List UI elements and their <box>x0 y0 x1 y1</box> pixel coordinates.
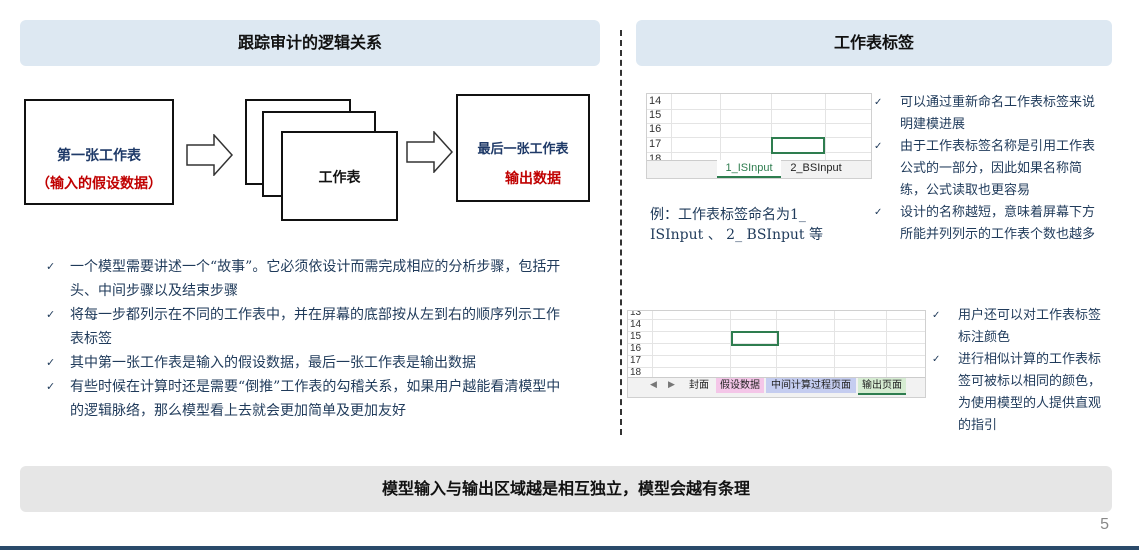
sheet-tab-example-2: 13 14 15 16 17 18 ◀ ▶ 封面 假设数据 中间计算过程页面 输… <box>627 310 926 398</box>
sheet-tab-bsinput[interactable]: 2_BSInput <box>790 162 842 174</box>
row-number: 17 <box>649 138 662 150</box>
last-worksheet-title: 最后一张工作表 <box>477 142 569 157</box>
last-worksheet-subtitle: 输出数据 <box>505 171 561 187</box>
list-item: 可以通过重新命名工作表标签来说明建模进展 <box>872 92 1100 136</box>
footer-line <box>0 546 1139 550</box>
sheet-tab-assumptions[interactable]: 假设数据 <box>716 378 764 393</box>
row-number: 17 <box>630 355 642 366</box>
left-bullet-list: 一个模型需要讲述一个“故事”。它必须依设计而需完成相应的分析步骤，包括开头、中间… <box>42 255 562 423</box>
sheet-tab-cover[interactable]: 封面 <box>689 380 709 391</box>
row-number: 16 <box>649 123 662 135</box>
row-number: 13 <box>630 310 642 318</box>
tab-scroll-right-icon[interactable]: ▶ <box>668 379 675 389</box>
list-item: 其中第一张工作表是输入的假设数据，最后一张工作表是输出数据 <box>42 351 562 375</box>
list-item: 由于工作表标签名称是引用工作表公式的一部分，因此如果名称简练，公式读取也更容易 <box>872 136 1100 202</box>
row-number: 16 <box>630 343 642 354</box>
arrow-right-icon <box>406 131 454 173</box>
selected-cell <box>771 137 825 154</box>
list-item: 有些时候在计算时还是需要“倒推”工作表的勾稽关系，如果用户越能看清模型中的逻辑脉… <box>42 375 562 423</box>
page-number: 5 <box>1100 516 1109 533</box>
row-number: 14 <box>630 319 642 330</box>
list-item: 一个模型需要讲述一个“故事”。它必须依设计而需完成相应的分析步骤，包括开头、中间… <box>42 255 562 303</box>
dashed-divider <box>620 30 622 435</box>
row-number: 18 <box>630 367 642 376</box>
sheet-tab-caption: 例：工作表标签命名为1_ ISInput 、 2_ BSInput 等 <box>650 207 824 243</box>
sheet-tab-output[interactable]: 输出页面 <box>858 378 906 395</box>
selected-cell <box>731 331 779 346</box>
worksheet-stack-front: 工作表 <box>281 131 398 221</box>
left-section-header: 跟踪审计的逻辑关系 <box>20 20 600 66</box>
middle-worksheet-label: 工作表 <box>318 170 361 186</box>
right-section-header: 工作表标签 <box>636 20 1112 66</box>
row-number: 18 <box>649 153 662 161</box>
list-item: 将每一步都列示在不同的工作表中，并在屏幕的底部按从左到右的顺序列示工作表标签 <box>42 303 562 351</box>
row-number: 14 <box>649 95 662 107</box>
sheet-tab-calculation[interactable]: 中间计算过程页面 <box>766 378 856 393</box>
right-bullet-list-2: 用户还可以对工作表标签标注颜色 进行相似计算的工作表标签可被标以相同的颜色，为使… <box>930 305 1110 437</box>
list-item: 进行相似计算的工作表标签可被标以相同的颜色，为使用模型的人提供直观的指引 <box>930 349 1110 437</box>
row-number: 15 <box>630 331 642 342</box>
sheet-tab-example-1: 14 15 16 17 18 1_ISInput 2_BSInput <box>646 93 872 179</box>
first-worksheet-subtitle: （输入的假设数据） <box>36 176 162 192</box>
bottom-banner: 模型输入与输出区域越是相互独立，模型会越有条理 <box>20 466 1112 512</box>
tab-scroll-left-icon[interactable]: ◀ <box>650 379 657 389</box>
list-item: 设计的名称越短，意味着屏幕下方所能并列列示的工作表个数也越多 <box>872 202 1100 246</box>
list-item: 用户还可以对工作表标签标注颜色 <box>930 305 1110 349</box>
sheet-tab-isinput[interactable]: 1_ISInput <box>717 160 781 178</box>
first-worksheet-title: 第一张工作表 <box>57 148 141 164</box>
first-worksheet-box: 第一张工作表 （输入的假设数据） <box>24 99 174 205</box>
last-worksheet-box: 最后一张工作表 输出数据 <box>456 94 590 202</box>
right-bullet-list-1: 可以通过重新命名工作表标签来说明建模进展 由于工作表标签名称是引用工作表公式的一… <box>872 92 1100 246</box>
row-number: 15 <box>649 109 662 121</box>
arrow-right-icon <box>186 134 234 176</box>
